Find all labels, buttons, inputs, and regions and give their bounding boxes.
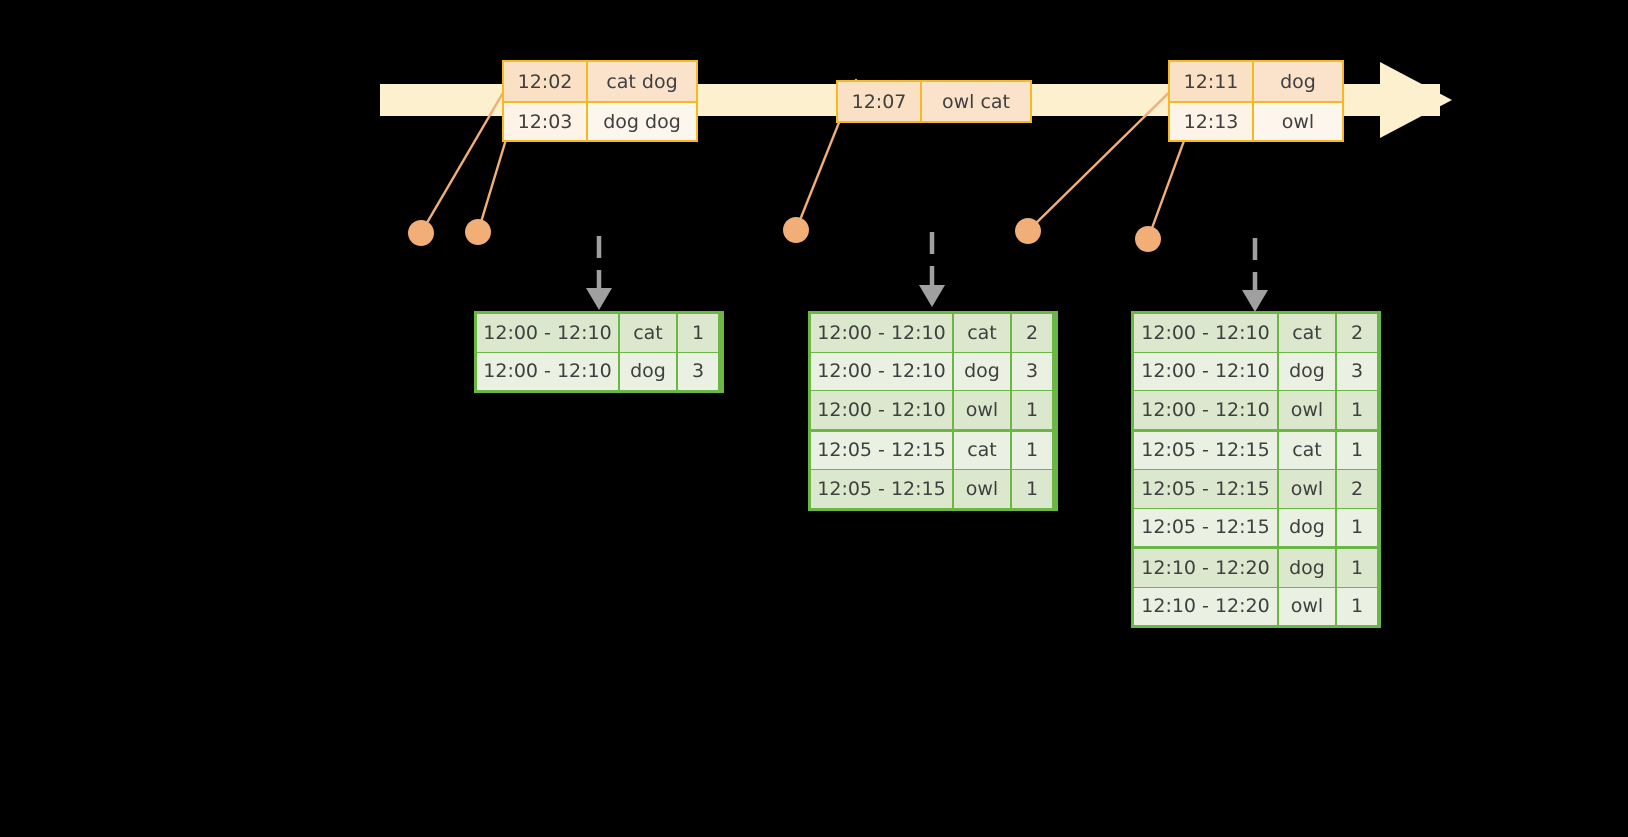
window-cell: 12:00 - 12:10 [477,314,618,352]
event-time: 12:07 [838,82,922,121]
event-marker-2 [465,219,491,245]
key-cell: dog [620,352,676,390]
event-row[interactable]: 12:11 dog [1170,62,1342,101]
count-cell: 3 [1337,352,1377,390]
event-time: 12:13 [1170,103,1254,140]
event-time: 12:02 [504,62,588,101]
window-cell: 12:00 - 12:10 [477,352,618,390]
count-cell: 2 [1012,314,1052,352]
key-cell: owl [954,391,1010,429]
key-cell: owl [954,470,1010,508]
window-cell: 12:05 - 12:15 [1134,508,1277,546]
key-cell: owl [1279,587,1335,625]
event-row[interactable]: 12:07 owl cat [838,82,1030,121]
window-cell: 12:00 - 12:10 [811,391,952,429]
event-marker-1 [408,220,434,246]
key-cell: dog [1279,549,1335,587]
key-cell: owl [1279,391,1335,429]
event-marker-3 [783,217,809,243]
event-row[interactable]: 12:13 owl [1170,101,1342,140]
window-cell: 12:00 - 12:10 [1134,352,1277,390]
event-box-group-3[interactable]: 12:11 dog 12:13 owl [1168,60,1344,142]
key-cell: owl [1279,470,1335,508]
event-value: cat dog [588,62,696,101]
window-cell: 12:00 - 12:10 [811,314,952,352]
event-marker-5 [1135,226,1161,252]
count-cell: 1 [1337,549,1377,587]
window-cell: 12:00 - 12:10 [1134,314,1277,352]
count-cell: 2 [1337,470,1377,508]
event-marker-4 [1015,218,1041,244]
key-cell: cat [620,314,676,352]
flow-arrow-2-head [919,285,945,307]
event-value: owl [1254,103,1342,140]
count-cell: 1 [1337,508,1377,546]
key-cell: dog [1279,508,1335,546]
count-cell: 1 [1337,391,1377,429]
count-cell: 1 [1337,587,1377,625]
window-cell: 12:10 - 12:20 [1134,549,1277,587]
count-cell: 1 [1012,391,1052,429]
event-value: dog [1254,62,1342,101]
key-cell: dog [1279,352,1335,390]
count-cell: 1 [678,314,718,352]
count-cell: 3 [1012,352,1052,390]
window-cell: 12:00 - 12:10 [1134,391,1277,429]
flow-arrow-heads [586,285,1268,312]
count-cell: 2 [1337,314,1377,352]
count-cell: 1 [1012,431,1052,469]
flow-arrow-3-head [1242,290,1268,312]
window-cell: 12:10 - 12:20 [1134,587,1277,625]
window-cell: 12:00 - 12:10 [811,352,952,390]
key-cell: dog [954,352,1010,390]
event-value: dog dog [588,103,696,140]
event-time: 12:03 [504,103,588,140]
flow-arrow-1-head [586,288,612,310]
window-cell: 12:05 - 12:15 [811,431,952,469]
key-cell: cat [954,431,1010,469]
window-cell: 12:05 - 12:15 [811,470,952,508]
event-row[interactable]: 12:03 dog dog [504,101,696,140]
key-cell: cat [1279,314,1335,352]
key-cell: cat [954,314,1010,352]
window-cell: 12:05 - 12:15 [1134,470,1277,508]
event-box-group-1[interactable]: 12:02 cat dog 12:03 dog dog [502,60,698,142]
window-cell: 12:05 - 12:15 [1134,431,1277,469]
count-cell: 3 [678,352,718,390]
event-box-group-2[interactable]: 12:07 owl cat [836,80,1032,123]
key-cell: cat [1279,431,1335,469]
event-time: 12:11 [1170,62,1254,101]
count-cell: 1 [1337,431,1377,469]
count-cell: 1 [1012,470,1052,508]
event-value: owl cat [922,82,1030,121]
event-row[interactable]: 12:02 cat dog [504,62,696,101]
